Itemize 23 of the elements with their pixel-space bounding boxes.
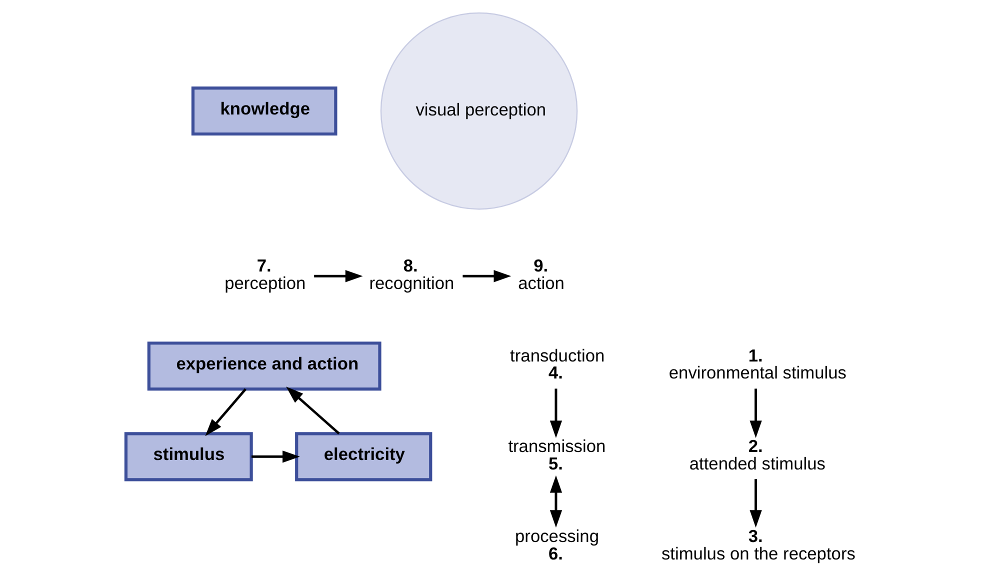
arrow — [750, 479, 762, 528]
arrow — [550, 475, 562, 528]
node-text: 7. perception — [224, 255, 306, 293]
node-text: 3. stimulus on the receptors — [661, 526, 856, 564]
node-text: 9. action — [518, 255, 564, 293]
node-circle: visual perception — [380, 12, 578, 210]
arrow — [286, 386, 340, 435]
arrow — [252, 450, 300, 463]
arrow — [205, 388, 247, 436]
node-text: 2. attended stimulus — [689, 436, 826, 474]
node-text: 8. recognition — [369, 255, 454, 293]
node-box: stimulus — [124, 432, 253, 482]
arrow — [750, 388, 762, 438]
arrow — [462, 270, 512, 282]
node-box: experience and action — [147, 342, 382, 391]
node-box: knowledge — [191, 86, 338, 136]
node-box: electricity — [295, 432, 432, 482]
arrow — [550, 388, 562, 438]
node-text: processing 6. — [515, 526, 599, 564]
node-text: transduction 4. — [510, 345, 605, 383]
node-text: 1. environmental stimulus — [668, 345, 846, 383]
arrow — [314, 270, 363, 282]
node-text: transmission 5. — [508, 436, 606, 474]
